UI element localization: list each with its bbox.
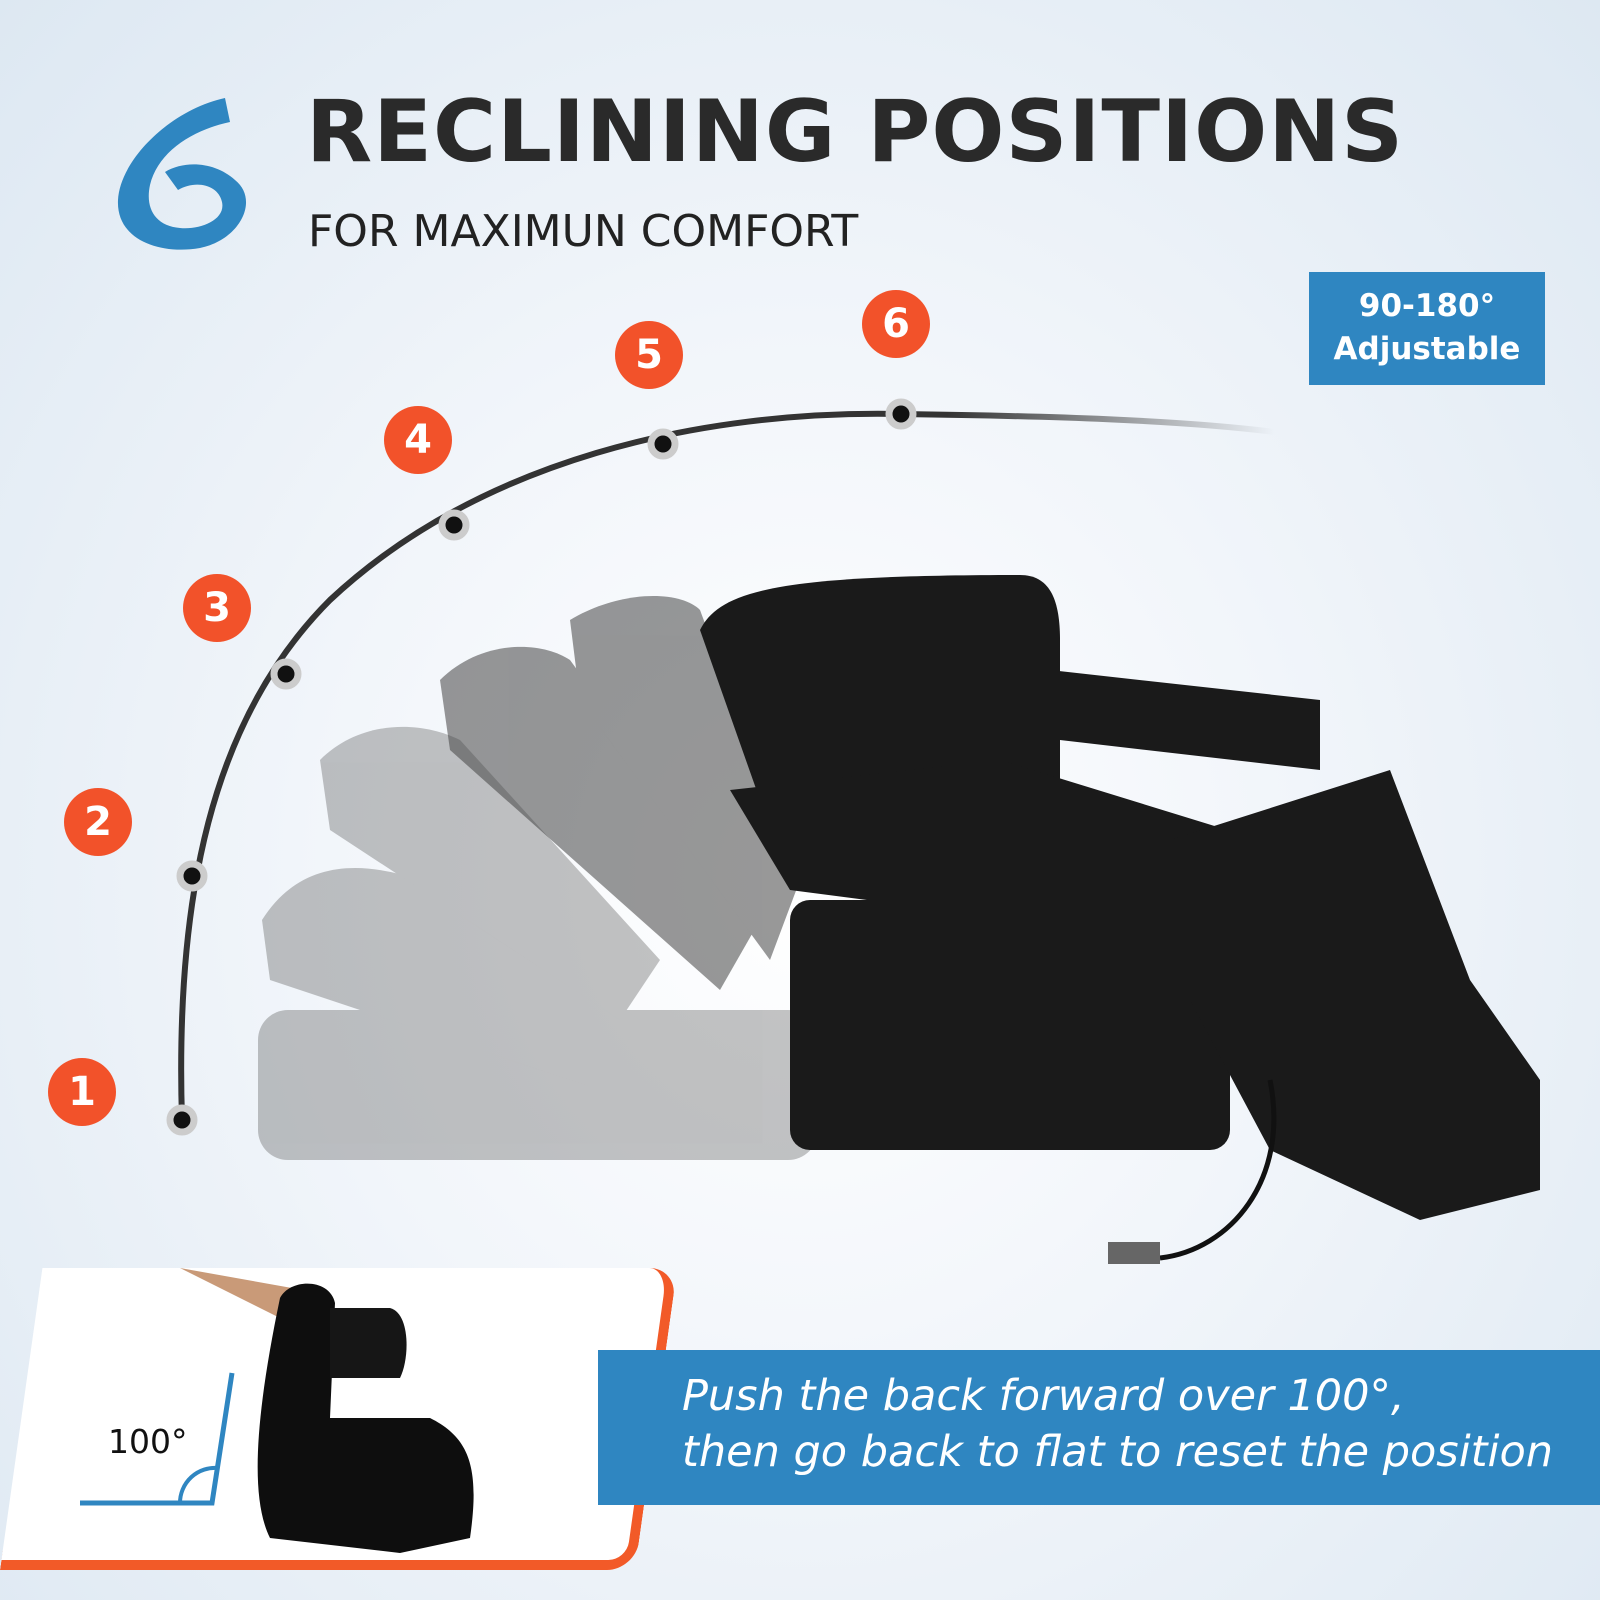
position-label-1: 1 <box>48 1058 116 1126</box>
angle-label: 100° <box>108 1422 188 1461</box>
position-dot-4 <box>438 509 470 541</box>
position-dot-5 <box>647 428 679 460</box>
position-label-2: 2 <box>64 788 132 856</box>
badge-angle: 90-180° <box>1358 288 1496 324</box>
position-dot-2 <box>176 860 208 892</box>
instruction-text: Push the back forward over 100°, then go… <box>682 1368 1553 1480</box>
usb-plug-icon <box>1108 1242 1160 1264</box>
page-subtitle: FOR MAXIMUN COMFORT <box>308 206 859 257</box>
position-label-4: 4 <box>384 406 452 474</box>
badge-label: Adjustable <box>1333 331 1521 367</box>
instruction-line-2: then go back to flat to reset the positi… <box>682 1427 1554 1477</box>
inset-chair-image <box>80 1268 474 1553</box>
position-label-6: 6 <box>862 290 930 358</box>
angle-icon <box>80 1372 235 1506</box>
position-label-3: 3 <box>183 574 251 642</box>
position-dot-3 <box>270 658 302 690</box>
page-title: RECLINING POSITIONS <box>306 82 1405 182</box>
logo-six-icon <box>117 98 247 250</box>
adjustable-badge: 90-180° Adjustable <box>1309 272 1545 385</box>
instruction-line-1: Push the back forward over 100°, <box>682 1371 1405 1421</box>
position-label-5: 5 <box>615 321 683 389</box>
position-dot-1 <box>166 1104 198 1136</box>
instruction-banner <box>598 1350 1600 1505</box>
position-dot-6 <box>885 398 917 430</box>
